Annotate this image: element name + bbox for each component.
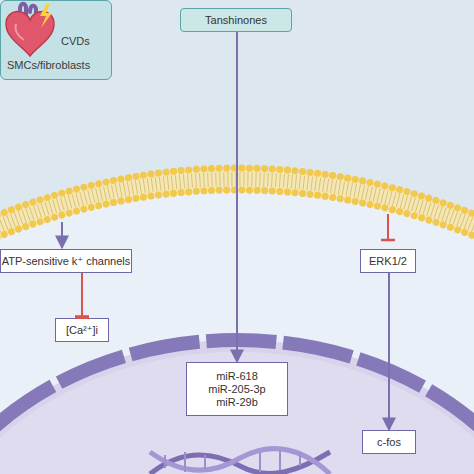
mirna-box: miR-618miR-205-3pmiR-29b: [186, 362, 288, 416]
node-text: Tanshinones: [205, 14, 267, 27]
ion-box: [Ca²⁺]i: [55, 318, 109, 342]
node-text: ATP-sensitive k⁺ channels: [2, 255, 131, 268]
inhibition-bar: [381, 239, 395, 242]
dna-strand: [150, 449, 330, 474]
channel-box: ATP-sensitive k⁺ channels: [0, 249, 132, 273]
lipid-tails: [0, 179, 474, 229]
kinase-box: ERK1/2: [360, 249, 416, 273]
membrane-core: [0, 179, 474, 229]
lightning-bolt: [40, 4, 52, 28]
dna-rung: [259, 452, 261, 472]
activation-arrow: [388, 273, 390, 430]
inhibition-connector: [81, 273, 83, 318]
inhibition-line: [387, 214, 389, 240]
compound-box: Tanshinones: [180, 8, 292, 32]
node-text: c-fos: [377, 436, 401, 449]
activation-arrow: [61, 222, 63, 248]
node-text: [Ca²⁺]i: [66, 324, 98, 337]
node-text: miR-618: [216, 370, 258, 383]
nucleoplasm: [0, 352, 474, 474]
node-text: ERK1/2: [369, 255, 407, 268]
gene-box: c-fos: [362, 430, 416, 454]
heart-highlight: [15, 24, 24, 40]
dna-rung: [204, 455, 206, 470]
node-text: miR-205-3p: [208, 383, 265, 396]
node-text: miR-29b: [216, 396, 258, 409]
heart-icon: [0, 0, 60, 60]
dna-rungs: [165, 450, 300, 472]
dna-rung: [164, 455, 166, 468]
node-text: CVDs: [61, 35, 90, 48]
node-text: SMCs/fibroblasts: [7, 59, 90, 72]
lipid-heads-inner: [0, 190, 474, 240]
activation-arrow: [236, 32, 238, 362]
dna-rung: [279, 450, 281, 470]
nuclear-envelope: [0, 340, 474, 474]
dna-rung: [184, 452, 186, 472]
dna-rung: [299, 452, 301, 466]
